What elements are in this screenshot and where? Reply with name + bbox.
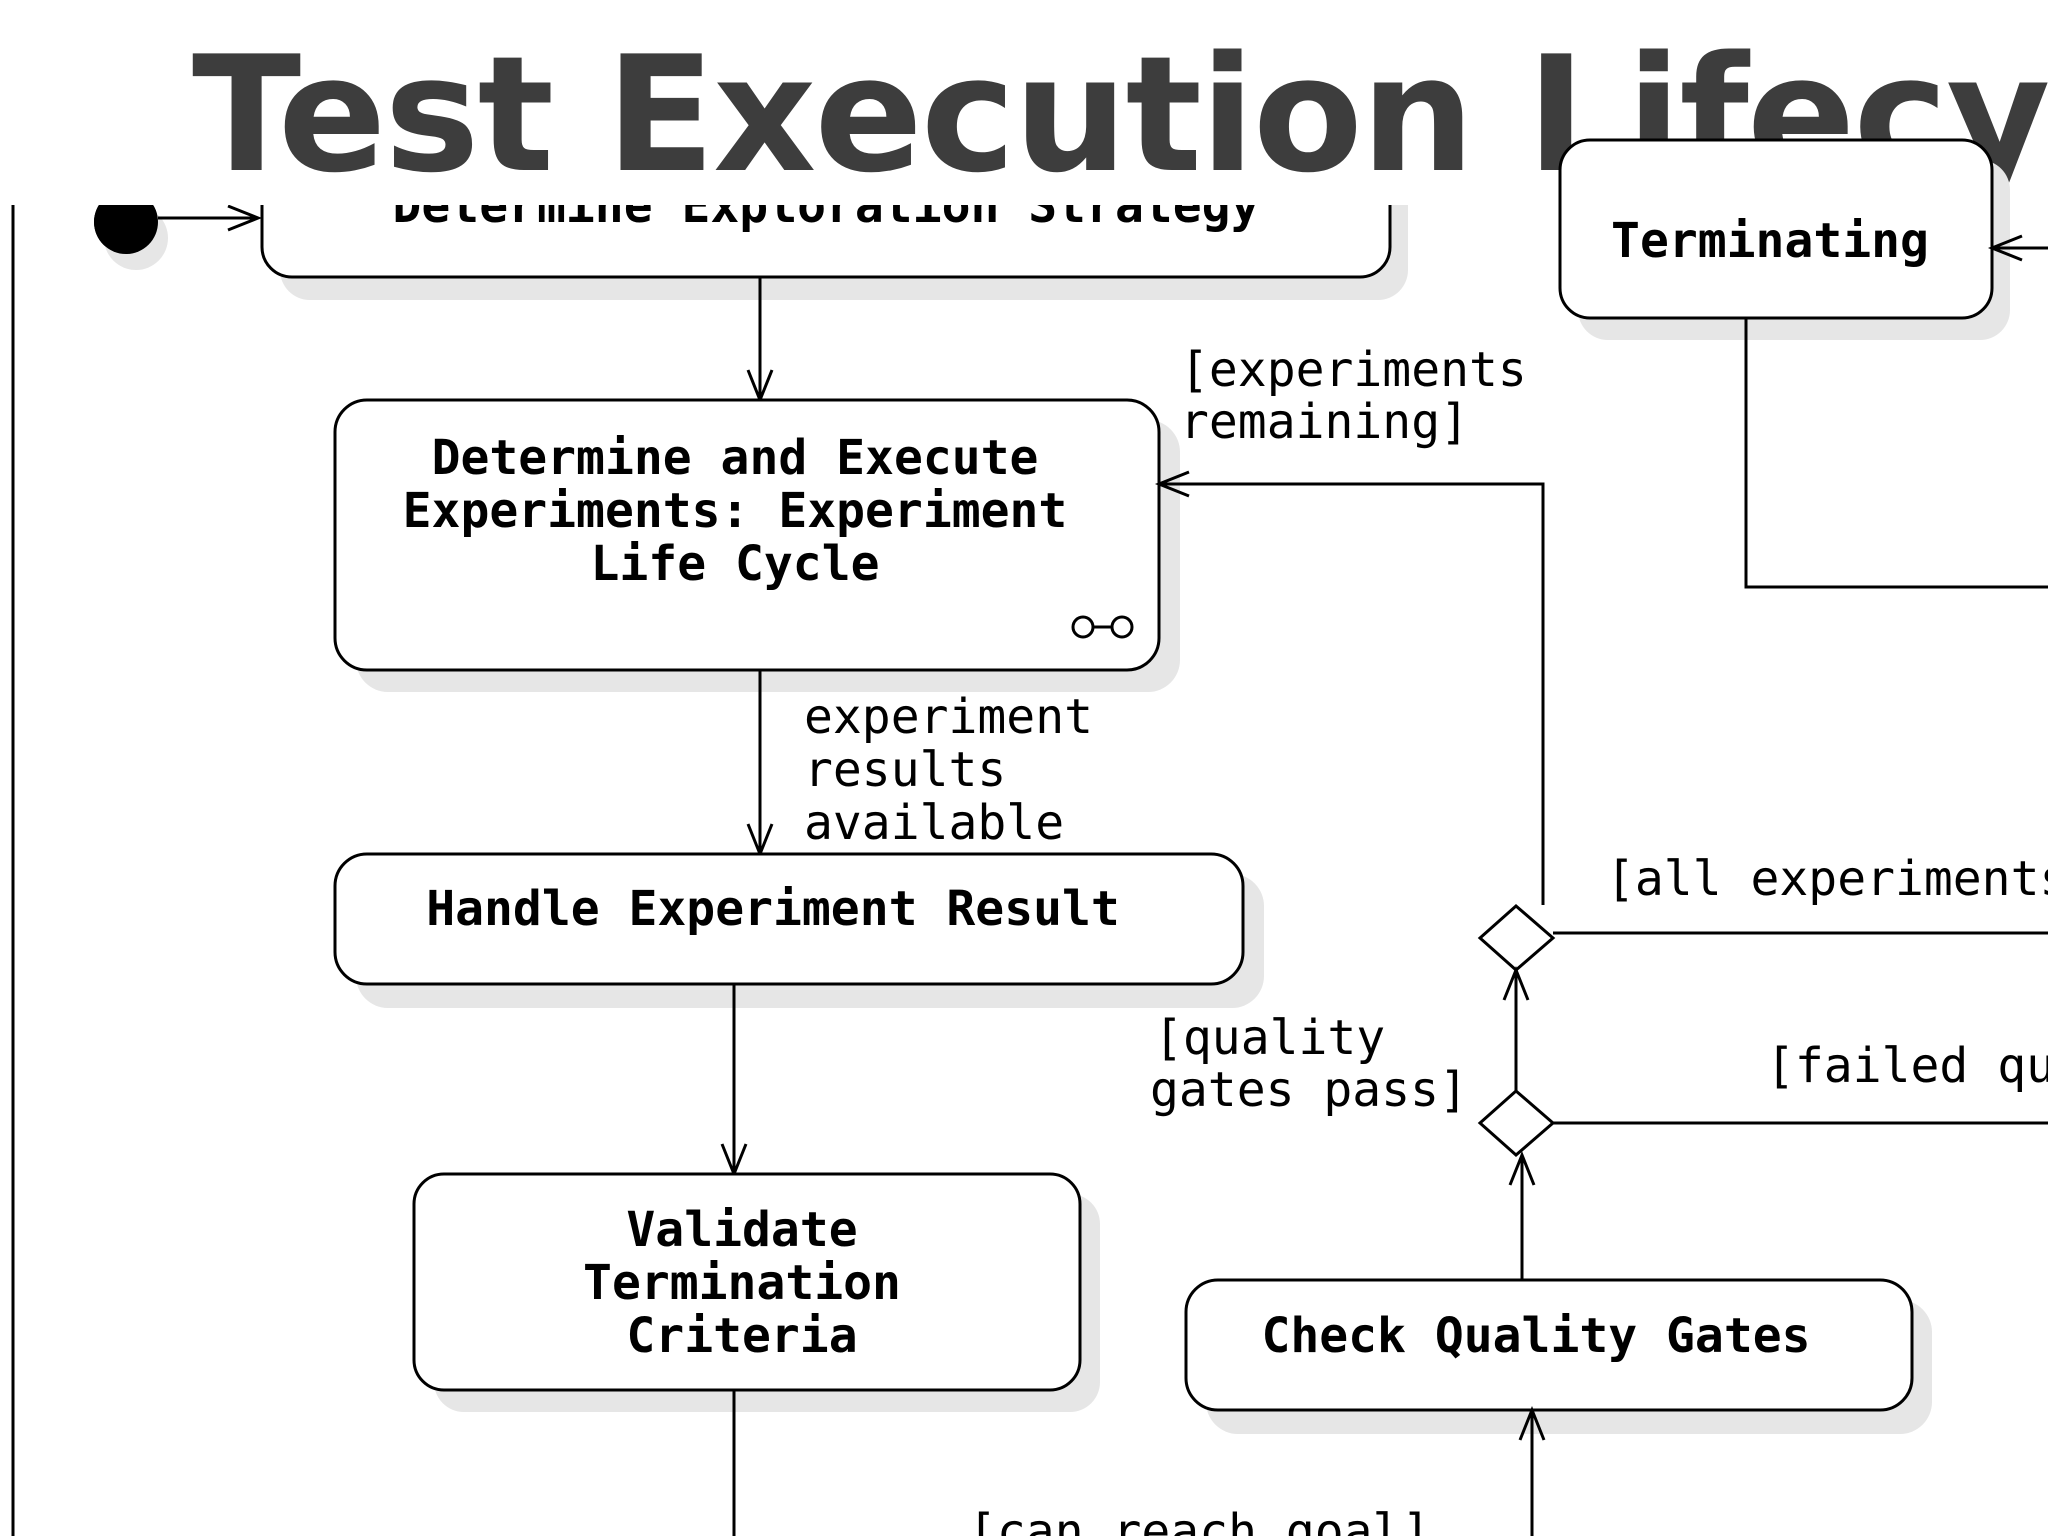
state-label-execute-line3: Life Cycle [591, 536, 880, 592]
flow-terminating-out [1744, 318, 2048, 589]
state-label-validate-line2: Termination [583, 1255, 901, 1311]
decision-node-upper [1477, 904, 1556, 972]
guard-all-experiments: [all experiments [1606, 851, 2048, 907]
guard-experiments-remaining-1: [experiments [1180, 342, 1527, 398]
trigger-results-available-3: available [804, 795, 1064, 851]
guard-experiments-remaining-2: remaining] [1180, 394, 1469, 450]
trigger-results-available-2: results [804, 742, 1006, 798]
guard-failed-quality: [failed quality [1766, 1038, 2048, 1094]
state-determine-exploration-strategy: Determine Exploration Strategy [260, 178, 1408, 300]
state-terminating: Terminating [1558, 138, 2010, 340]
state-validate-termination-criteria: Validate Termination Criteria [412, 1172, 1100, 1412]
state-label-validate-line1: Validate [626, 1202, 857, 1258]
trigger-results-available-1: experiment [804, 689, 1093, 745]
state-determine-and-execute-experiments: Determine and Execute Experiments: Exper… [333, 398, 1180, 692]
state-label-validate-line3: Criteria [626, 1308, 857, 1364]
flow-remaining-loop [1159, 482, 1545, 905]
state-label-execute-line1: Determine and Execute [432, 430, 1039, 486]
state-label-terminating: Terminating [1611, 213, 1929, 269]
state-label-handle-result: Handle Experiment Result [426, 881, 1120, 937]
state-label-execute-line2: Experiments: Experiment [403, 483, 1068, 539]
subactivity-rake-icon [1071, 615, 1134, 639]
guard-quality-gates-pass-1: [quality [1154, 1010, 1385, 1066]
guard-quality-gates-pass-2: gates pass] [1150, 1062, 1468, 1118]
decision-node-lower [1477, 1089, 1556, 1157]
state-label-check-quality-gates: Check Quality Gates [1261, 1308, 1810, 1364]
state-label-determine-exploration: Determine Exploration Strategy [393, 178, 1260, 234]
state-check-quality-gates: Check Quality Gates [1184, 1278, 1932, 1434]
guard-can-reach-goal: [can reach goal] [968, 1504, 1430, 1536]
state-handle-experiment-result: Handle Experiment Result [333, 852, 1264, 1008]
